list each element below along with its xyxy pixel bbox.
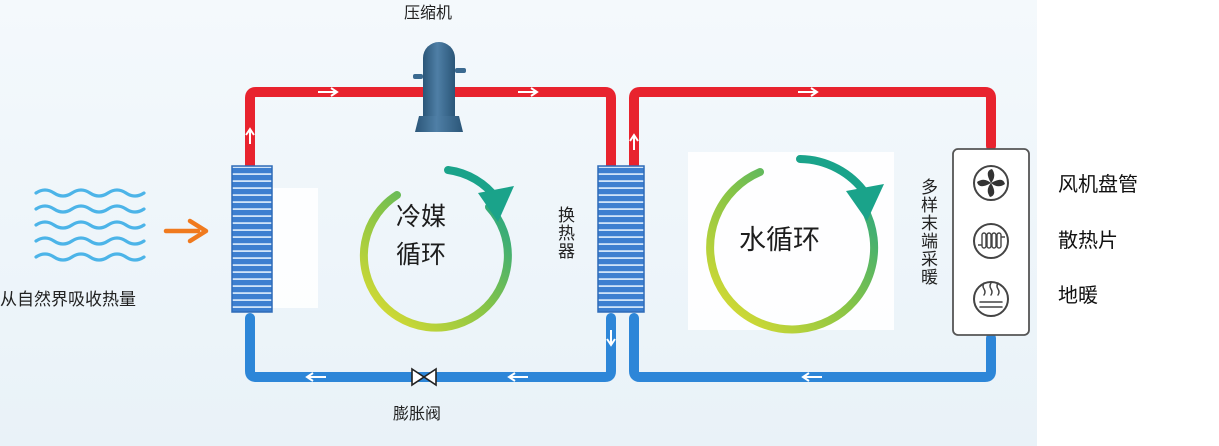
water-cycle-label: 水循环 (739, 225, 820, 256)
compressor-label: 压缩机 (404, 3, 453, 22)
heat-pump-diagram (34, 42, 1030, 387)
expansion-valve-label: 膨胀阀 (393, 404, 442, 423)
heat-waves-icon (34, 188, 146, 262)
heat-source-label: 从自然界吸收热量 (0, 290, 136, 310)
heat-exchanger-label: 换热器 (554, 206, 575, 260)
terminal-type-radiator: 散热片 (1058, 228, 1118, 252)
diagram-panel: 压缩机 从自然界吸收热量 换热器 膨胀阀 多样末端采暖 冷媒 循环 水循环 (0, 0, 1037, 446)
flow-arrow-left (305, 372, 326, 382)
refrigerant-cycle-label-line1: 冷媒 (396, 202, 447, 231)
fan-icon (973, 165, 1009, 201)
flow-arrow-right (518, 87, 539, 97)
cycle-backdrop-left (272, 188, 318, 308)
flow-arrow-left (801, 372, 822, 382)
flow-arrow-up (245, 127, 255, 144)
water-cycle-arrow-icon (706, 155, 884, 334)
terminals-label: 多样末端采暖 (917, 178, 938, 286)
compressor-icon (413, 42, 466, 132)
terminal-type-fan-coil: 风机盘管 (1058, 172, 1138, 196)
terminal-type-floor-heating: 地暖 (1058, 283, 1098, 307)
flow-arrow-down (606, 330, 616, 347)
refrigerant-cycle-arrow-icon (359, 166, 514, 332)
heat-input-arrow-icon (163, 218, 209, 244)
flow-arrow-right (318, 87, 339, 97)
evaporator-coil (231, 165, 273, 313)
flow-arrow-right (798, 87, 819, 97)
floor-heating-icon (973, 281, 1009, 317)
flow-arrow-left (507, 372, 528, 382)
heat-exchanger-coil (597, 165, 645, 313)
refrigerant-cycle-label-line2: 循环 (396, 240, 447, 269)
water-loop (629, 87, 996, 382)
radiator-icon (973, 223, 1009, 259)
expansion-valve-symbol (411, 367, 437, 387)
flow-arrow-up (629, 133, 639, 150)
